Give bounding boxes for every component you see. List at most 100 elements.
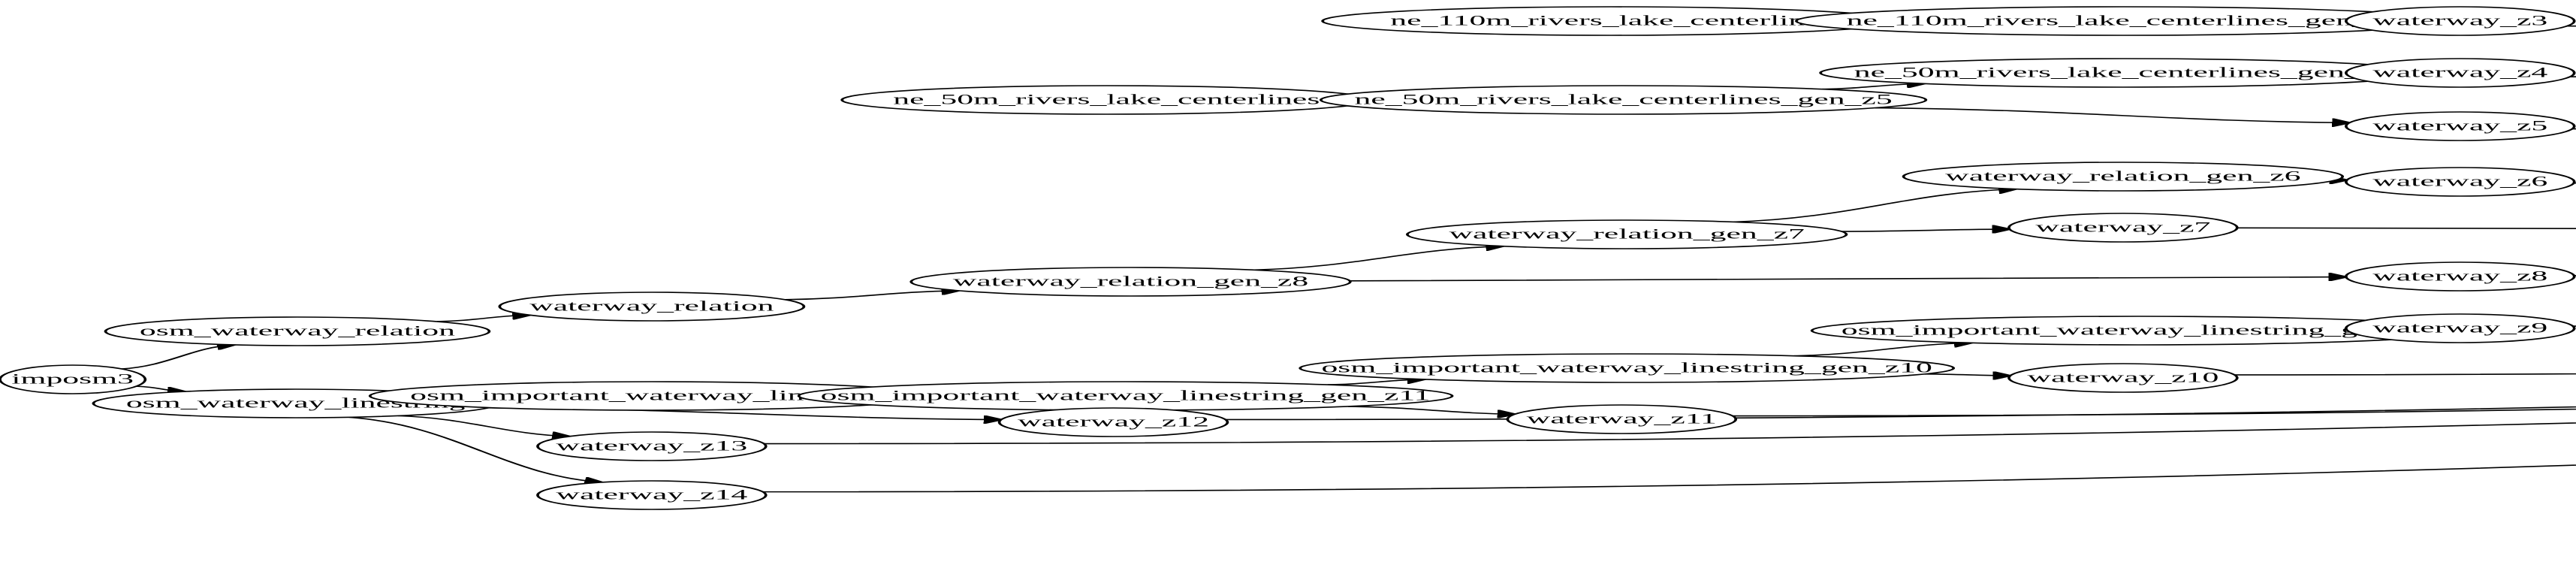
node-waterway_z4[interactable]: waterway_z4 — [2344, 58, 2576, 88]
edge-osm_waterway_relation-to-waterway_relation — [437, 315, 529, 322]
edge-ne_50m_rivers_lake_centerlines_gen_z5-to-waterway_z5 — [1875, 107, 2350, 123]
node-label-waterway_relation_gen_z7: waterway_relation_gen_z7 — [1449, 226, 1804, 242]
node-waterway_z9[interactable]: waterway_z9 — [2344, 313, 2576, 343]
edge-waterway_z14-to-layer_waterway.z14+ — [762, 464, 2576, 493]
node-label-waterway_relation: waterway_relation — [529, 298, 774, 314]
node-label-osm_important_waterway_linestring_gen_z11: osm_important_waterway_linestring_gen_z1… — [821, 388, 1431, 403]
node-label-waterway_z8: waterway_z8 — [2372, 268, 2547, 284]
node-waterway_z3[interactable]: waterway_z3 — [2344, 6, 2576, 36]
node-shape-waterway_z4 — [2344, 58, 2576, 88]
node-label-waterway_z6: waterway_z6 — [2372, 174, 2547, 189]
node-shape-ne_50m_rivers_lake_centerlines_gen_z5 — [1319, 85, 1928, 115]
node-ne_50m_rivers_lake_centerlines_gen_z4[interactable]: ne_50m_rivers_lake_centerlines_gen_z4 — [1819, 58, 2427, 88]
node-waterway_z6[interactable]: waterway_z6 — [2344, 167, 2576, 197]
node-ne_50m_rivers_lake_centerlines_gen_z5[interactable]: ne_50m_rivers_lake_centerlines_gen_z5 — [1319, 85, 1928, 115]
node-label-osm_waterway_relation: osm_waterway_relation — [140, 323, 455, 339]
node-shape-waterway_relation — [498, 292, 806, 322]
node-label-waterway_z10: waterway_z10 — [2027, 370, 2219, 385]
node-shape-waterway_z13 — [536, 431, 768, 461]
node-shape-osm_waterway_relation — [104, 316, 491, 346]
node-label-waterway_z13: waterway_z13 — [556, 438, 747, 454]
edge-osm_important_waterway_linestring_gen_z11-to-waterway_z11 — [1347, 406, 1515, 414]
node-waterway_relation[interactable]: waterway_relation — [498, 292, 806, 322]
node-shape-waterway_z14 — [536, 480, 768, 510]
node-label-waterway_z14: waterway_z14 — [556, 487, 747, 503]
node-label-ne_50m_rivers_lake_centerlines: ne_50m_rivers_lake_centerlines — [893, 92, 1320, 107]
edge-osm_important_waterway_linestring_gen_z10-to-osm_important_waterway_linestring_gen_z9 — [1793, 343, 1971, 357]
edge-osm_important_waterway_linestring_gen_z11-to-osm_important_waterway_linestring_gen_z10 — [1327, 379, 1425, 385]
node-waterway_z7[interactable]: waterway_z7 — [2007, 213, 2239, 243]
node-waterway_z5[interactable]: waterway_z5 — [2344, 111, 2576, 141]
node-osm_important_waterway_linestring_gen_z9[interactable]: osm_important_waterway_linestring_gen_z9 — [1810, 316, 2467, 346]
edge-waterway_z3-to-layer_waterway.z3 — [2567, 25, 2576, 27]
node-label-osm_important_waterway_linestring_gen_z10: osm_important_waterway_linestring_gen_z1… — [1321, 360, 1932, 376]
edge-waterway_relation_gen_z7-to-waterway_relation_gen_z6 — [1733, 189, 2016, 223]
edge-imposm3-to-osm_waterway_linestring — [136, 385, 185, 391]
node-shape-waterway_z8 — [2344, 261, 2576, 292]
edge-osm_waterway_linestring-to-waterway_z14 — [348, 416, 602, 482]
node-label-waterway_z4: waterway_z4 — [2372, 65, 2547, 80]
edge-waterway_z5-to-layer_waterway.z5 — [2572, 128, 2576, 130]
node-shape-waterway_relation_gen_z7 — [1405, 219, 1848, 249]
node-shape-osm_important_waterway_linestring_gen_z10 — [1299, 353, 1956, 383]
node-shape-waterway_z12 — [997, 407, 1229, 437]
node-ne_110m_rivers_lake_centerlines_gen_z3[interactable]: ne_110m_rivers_lake_centerlines_gen_z3 — [1794, 6, 2451, 36]
node-label-ne_50m_rivers_lake_centerlines_gen_z5: ne_50m_rivers_lake_centerlines_gen_z5 — [1354, 92, 1892, 107]
node-label-waterway_z3: waterway_z3 — [2372, 13, 2547, 29]
edge-waterway_z13-to-layer_waterway.z13 — [764, 422, 2576, 445]
edge-waterway_z4-to-layer_waterway.z4 — [2569, 76, 2576, 78]
node-shape-waterway_z10 — [2007, 363, 2239, 393]
node-shape-waterway_z11 — [1506, 404, 1738, 434]
edge-imposm3-to-osm_waterway_relation — [121, 345, 234, 370]
node-osm_important_waterway_linestring[interactable]: osm_important_waterway_linestring — [368, 381, 935, 411]
node-waterway_z14[interactable]: waterway_z14 — [536, 480, 768, 510]
node-shape-waterway_z5 — [2344, 111, 2576, 141]
edge-layer — [121, 21, 2576, 493]
node-waterway_z13[interactable]: waterway_z13 — [536, 431, 768, 461]
node-shape-waterway_z7 — [2007, 213, 2239, 243]
edge-waterway_relation_gen_z7-to-waterway_z7 — [1842, 229, 2010, 231]
node-waterway_z8[interactable]: waterway_z8 — [2344, 261, 2576, 292]
node-ne_110m_rivers_lake_centerlines[interactable]: ne_110m_rivers_lake_centerlines — [1321, 6, 1902, 36]
node-osm_important_waterway_linestring_gen_z10[interactable]: osm_important_waterway_linestring_gen_z1… — [1299, 353, 1956, 383]
node-imposm3[interactable]: imposm3 — [0, 364, 147, 394]
edge-osm_waterway_linestring-to-waterway_z13 — [397, 415, 569, 436]
edge-waterway_relation_gen_z8-to-waterway_relation_gen_z7 — [1254, 246, 1503, 271]
node-label-waterway_z7: waterway_z7 — [2035, 219, 2210, 235]
node-waterway_relation_gen_z8[interactable]: waterway_relation_gen_z8 — [909, 267, 1352, 297]
edge-waterway_relation-to-waterway_relation_gen_z8 — [785, 291, 959, 301]
node-waterway_z11[interactable]: waterway_z11 — [1506, 404, 1738, 434]
node-waterway_z12[interactable]: waterway_z12 — [997, 407, 1229, 437]
edge-osm_important_waterway_linestring_gen_z10-to-waterway_z10 — [1924, 374, 2010, 376]
node-label-waterway_z9: waterway_z9 — [2372, 320, 2547, 336]
node-label-ne_110m_rivers_lake_centerlines_gen_z3: ne_110m_rivers_lake_centerlines_gen_z3 — [1847, 13, 2400, 29]
node-label-imposm3: imposm3 — [11, 371, 134, 387]
edge-waterway_z7-to-layer_waterway.z7 — [2237, 227, 2576, 229]
node-shape-waterway_relation_gen_z6 — [1902, 162, 2345, 192]
edge-waterway_relation_gen_z8-to-waterway_z8 — [1350, 277, 2346, 282]
node-label-waterway_z5: waterway_z5 — [2372, 118, 2547, 134]
node-label-osm_important_waterway_linestring_gen_z9: osm_important_waterway_linestring_gen_z9 — [1842, 322, 2436, 338]
node-waterway_relation_gen_z6[interactable]: waterway_relation_gen_z6 — [1902, 162, 2345, 192]
node-label-ne_50m_rivers_lake_centerlines_gen_z4: ne_50m_rivers_lake_centerlines_gen_z4 — [1854, 65, 2392, 80]
edge-ne_50m_rivers_lake_centerlines_gen_z5-to-ne_50m_rivers_lake_centerlines_gen_z4 — [1822, 83, 1924, 90]
edge-waterway_z12-to-layer_waterway.z12 — [1225, 406, 2576, 421]
node-label-ne_110m_rivers_lake_centerlines: ne_110m_rivers_lake_centerlines — [1390, 13, 1832, 29]
node-shape-imposm3 — [0, 364, 147, 394]
node-ne_50m_rivers_lake_centerlines[interactable]: ne_50m_rivers_lake_centerlines — [840, 85, 1373, 115]
node-shape-waterway_z3 — [2344, 6, 2576, 36]
node-shape-waterway_z6 — [2344, 167, 2576, 197]
node-waterway_z10[interactable]: waterway_z10 — [2007, 363, 2239, 393]
node-shape-waterway_z9 — [2344, 313, 2576, 343]
node-waterway_relation_gen_z7[interactable]: waterway_relation_gen_z7 — [1405, 219, 1848, 249]
node-label-waterway_relation_gen_z6: waterway_relation_gen_z6 — [1945, 168, 2300, 184]
node-label-waterway_z12: waterway_z12 — [1018, 414, 1209, 430]
node-shape-waterway_relation_gen_z8 — [909, 267, 1352, 297]
node-osm_important_waterway_linestring_gen_z11[interactable]: osm_important_waterway_linestring_gen_z1… — [797, 381, 1454, 411]
node-label-waterway_z11: waterway_z11 — [1527, 411, 1717, 427]
node-label-osm_important_waterway_linestring: osm_important_waterway_linestring — [410, 388, 894, 403]
node-osm_waterway_relation[interactable]: osm_waterway_relation — [104, 316, 491, 346]
node-layer: imposm3osm_waterway_relationosm_waterway… — [0, 6, 2576, 510]
